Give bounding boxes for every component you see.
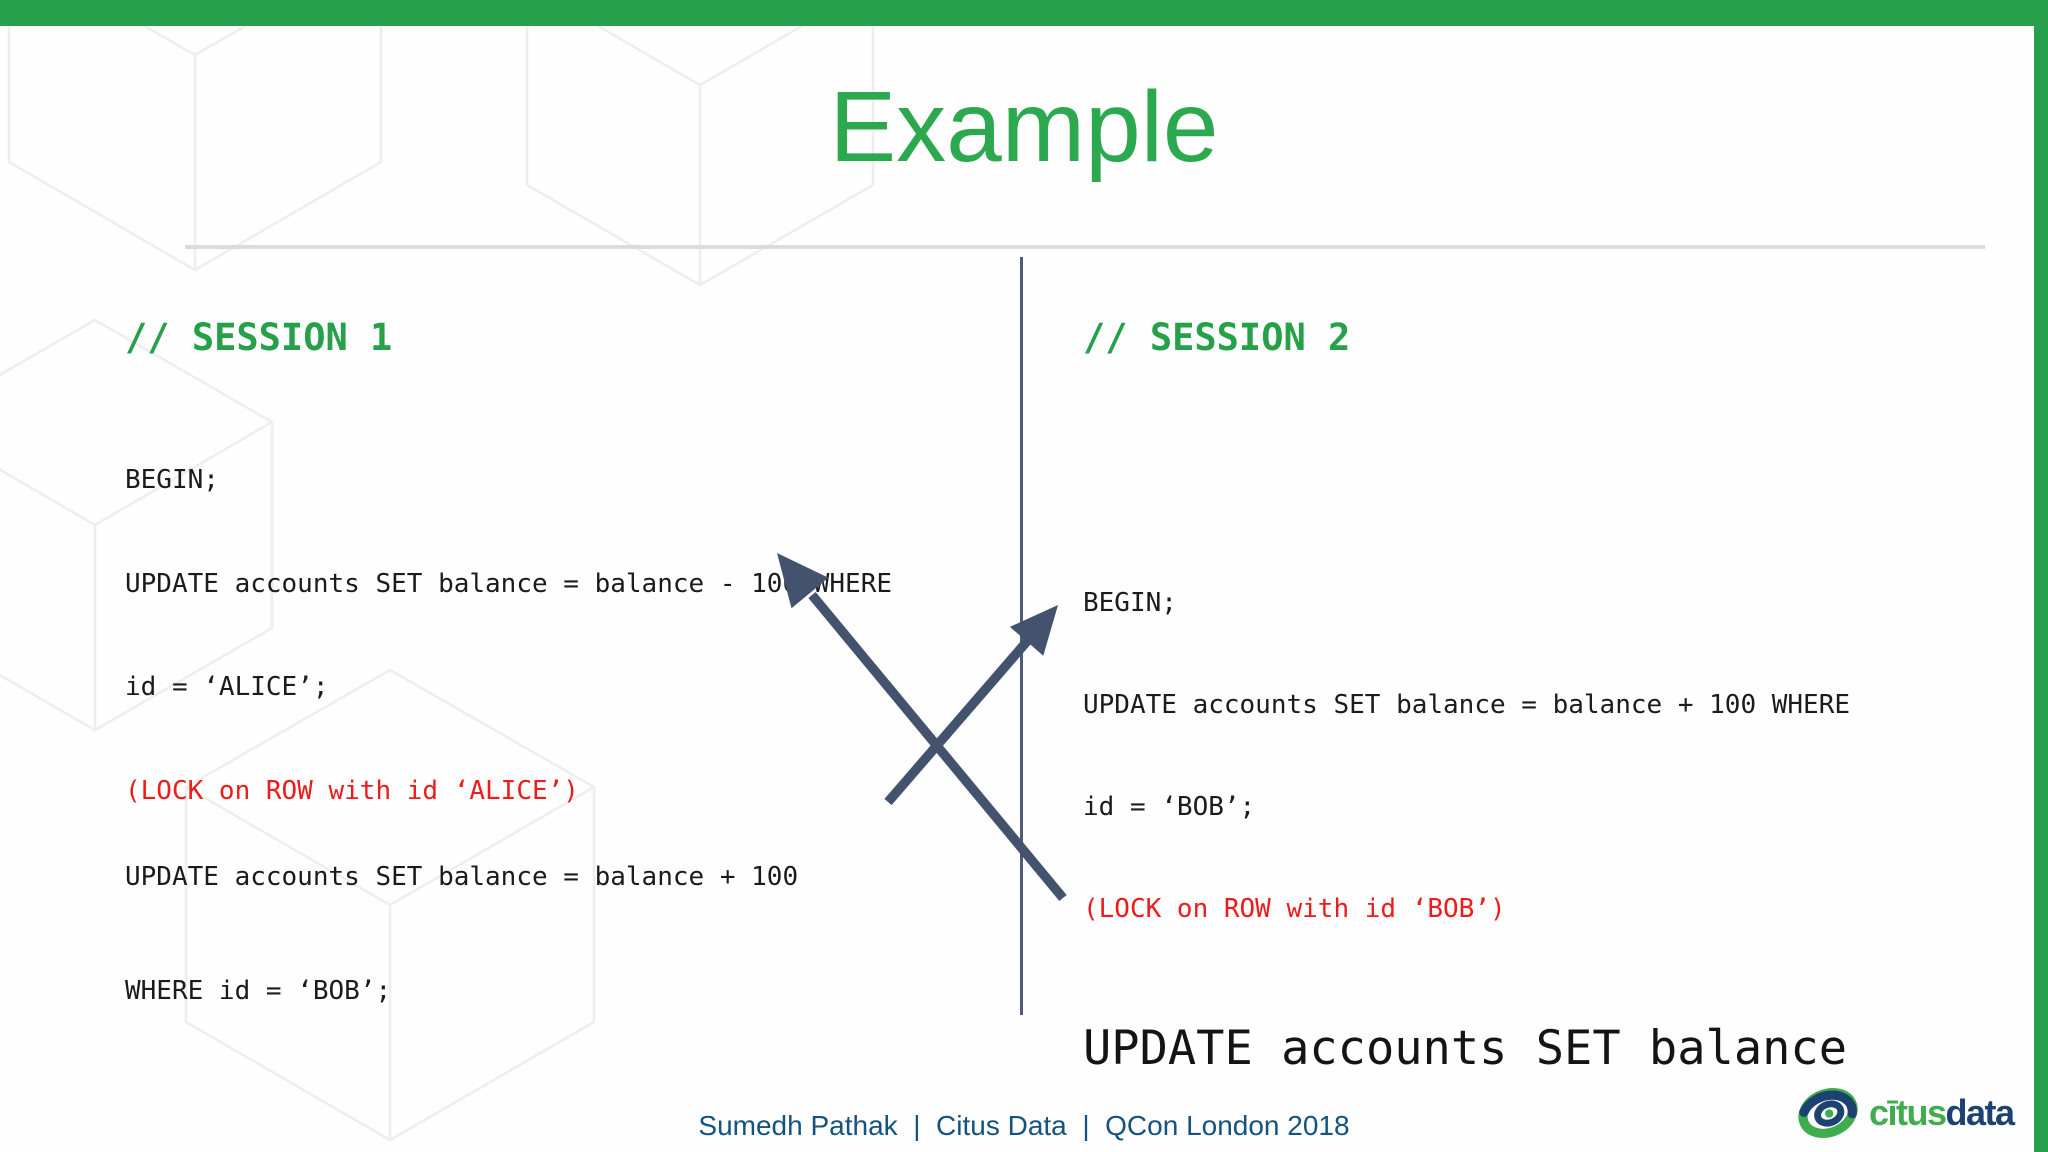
top-green-bar xyxy=(0,0,2048,26)
session1-code-block: BEGIN; UPDATE accounts SET balance = bal… xyxy=(125,394,892,877)
code-line: UPDATE accounts SET balance xyxy=(1083,1021,1848,1076)
arrow-up-right-icon xyxy=(884,605,1058,806)
wordmark-data: data xyxy=(1945,1092,2016,1133)
session1-later-code-block: UPDATE accounts SET balance = balance + … xyxy=(125,782,798,1086)
code-line: WHERE id = ‘BOB’; xyxy=(125,976,392,1006)
citusdata-logo: cītusdata xyxy=(1793,1078,2016,1148)
session2-code-block: BEGIN; UPDATE accounts SET balance = bal… xyxy=(1083,518,1850,994)
session2-lock-note: (LOCK on ROW with id ‘BOB’) xyxy=(1083,894,1506,924)
arrow-up-left-icon xyxy=(777,553,1067,902)
citusdata-wordmark: cītusdata xyxy=(1869,1092,2016,1133)
citusdata-swirl-icon xyxy=(1798,1088,1858,1138)
code-line: UPDATE accounts SET balance = balance - … xyxy=(125,568,893,599)
wordmark-citus: cītus xyxy=(1869,1092,1947,1133)
slide-title: Example xyxy=(829,71,1219,183)
code-line: BEGIN; xyxy=(1083,588,1177,618)
code-line: id = ‘ALICE’; xyxy=(125,672,329,702)
footer-credits: Sumedh Pathak | Citus Data | QCon London… xyxy=(698,1110,1350,1141)
session2-blocked-statement: UPDATE accounts SET balance = balance - … xyxy=(1083,891,1847,1152)
session1-header: // SESSION 1 xyxy=(125,316,393,359)
code-line: BEGIN; xyxy=(125,465,219,495)
code-line: UPDATE accounts SET balance = balance + … xyxy=(1083,690,1851,720)
right-green-bar xyxy=(2034,0,2048,1152)
session2-header: // SESSION 2 xyxy=(1083,316,1351,359)
code-line: id = ‘BOB’; xyxy=(1083,792,1256,822)
code-line: UPDATE accounts SET balance = balance + … xyxy=(125,862,799,892)
title-divider xyxy=(185,245,1985,249)
session1-lock-note: (LOCK on ROW with id ‘ALICE’) xyxy=(125,775,579,806)
